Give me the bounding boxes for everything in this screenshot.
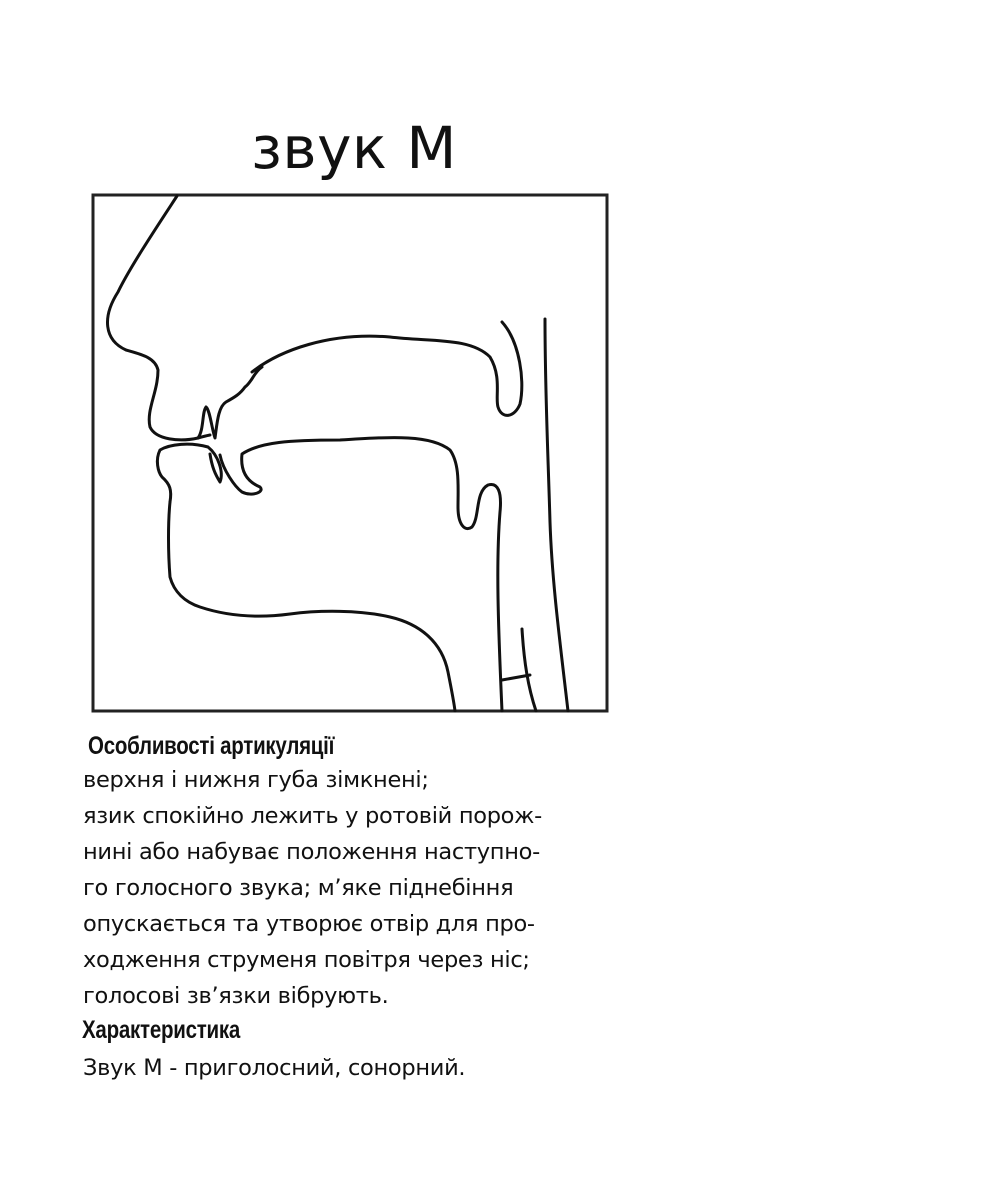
upper-incisor xyxy=(196,365,264,440)
throat-wall xyxy=(543,317,570,713)
articulation-line: верхня і нижня губа зімкнені; xyxy=(83,767,429,793)
nose-profile xyxy=(106,194,212,442)
articulation-heading: Особливості артикуляції xyxy=(88,732,335,760)
articulation-line: опускається та утворює отвір для про- xyxy=(83,911,535,937)
diagram-frame xyxy=(91,193,609,713)
articulation-line: нині або набуває положення наступно- xyxy=(83,839,540,865)
lower-lip xyxy=(155,442,223,504)
articulation-line: голосові зв’язки вібрують. xyxy=(83,983,389,1009)
articulation-line: ходження струменя повітря через ніс; xyxy=(83,947,530,973)
articulation-description: верхня і нижня губа зімкнені; язик спокі… xyxy=(83,762,623,1014)
page-title: звук М xyxy=(251,114,457,182)
larynx-line xyxy=(520,627,538,713)
tongue-upper xyxy=(218,436,504,713)
articulation-line: язик спокійно лежить у ротовій порож- xyxy=(83,803,542,829)
characteristic-heading: Характеристика xyxy=(82,1016,241,1044)
chin-jaw xyxy=(167,500,457,713)
articulation-line: го голосного звука; м’яке піднебіння xyxy=(83,875,514,901)
characteristic-description: Звук М - приголосний, сонорний. xyxy=(83,1050,623,1086)
hard-palate xyxy=(250,320,524,417)
vocal-cords xyxy=(500,673,532,682)
articulation-profile-icon xyxy=(91,193,609,713)
articulation-diagram xyxy=(90,192,610,714)
characteristic-text: Звук М - приголосний, сонорний. xyxy=(83,1055,466,1081)
